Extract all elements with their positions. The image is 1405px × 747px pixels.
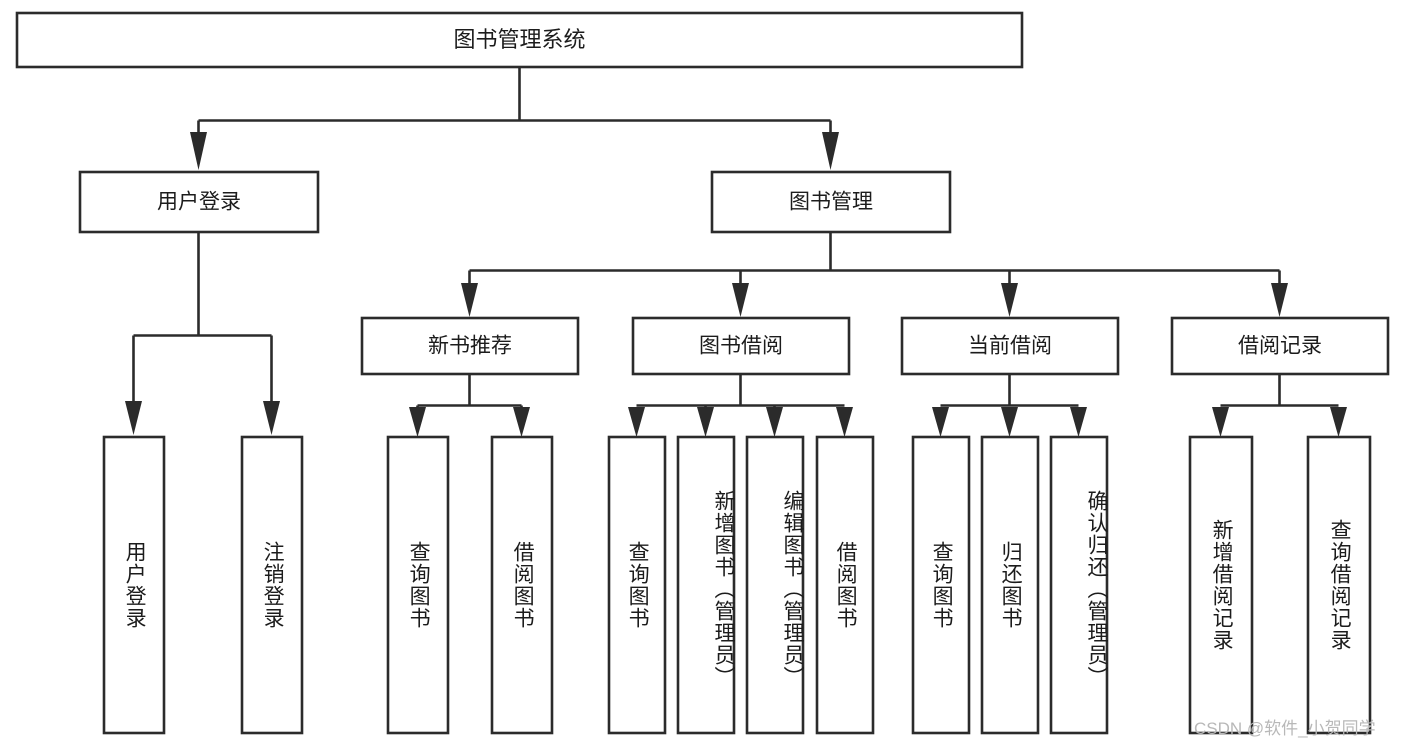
node-box-book-management[interactable] (710, 170, 952, 234)
node-label-book-borrow: 图书借阅 (699, 335, 783, 358)
node-label-user-login: 用户登录 (157, 191, 241, 214)
connector-group-current-borrow (932, 374, 1087, 437)
node-box-current-borrow[interactable] (900, 316, 1120, 376)
node-box-leaf-confirm-return[interactable] (1049, 435, 1109, 735)
node-box-borrow-record[interactable] (1170, 316, 1390, 376)
node-box-leaf-add-book[interactable] (676, 435, 736, 735)
arrowhead-leaf-user-login (125, 401, 142, 435)
node-box-book-borrow[interactable] (631, 316, 851, 376)
connector-group-root (190, 67, 839, 170)
arrowhead-leaf-borrow-book-1 (513, 407, 530, 437)
node-box-leaf-query-book-2[interactable] (607, 435, 667, 735)
arrowhead-leaf-borrow-book-2 (836, 407, 853, 437)
node-box-leaf-logout-login[interactable] (240, 435, 304, 735)
node-box-new-book-recommend[interactable] (360, 316, 580, 376)
arrowhead-current-borrow (1001, 283, 1018, 317)
node-box-leaf-edit-book[interactable] (745, 435, 805, 735)
node-box-leaf-query-book-3[interactable] (911, 435, 971, 735)
node-box-user-login[interactable] (78, 170, 320, 234)
connector-group-book-borrow (628, 374, 853, 437)
arrowhead-leaf-add-record (1212, 407, 1229, 437)
node-box-leaf-add-record[interactable] (1188, 435, 1254, 735)
arrowhead-leaf-add-book (697, 407, 714, 437)
node-box-leaf-user-login[interactable] (102, 435, 166, 735)
node-box-leaf-query-record[interactable] (1306, 435, 1372, 735)
watermark-text: CSDN @软件_小贺同学 (1194, 719, 1376, 738)
arrowhead-new-book-recommend (461, 283, 478, 317)
arrowhead-borrow-record (1271, 283, 1288, 317)
arrowhead-leaf-edit-book (766, 407, 783, 437)
node-box-root[interactable] (15, 11, 1024, 69)
arrowhead-leaf-query-record (1330, 407, 1347, 437)
node-label-root: 图书管理系统 (453, 27, 585, 52)
node-box-leaf-borrow-book-2[interactable] (815, 435, 875, 735)
arrowhead-leaf-query-book-3 (932, 407, 949, 437)
node-label-current-borrow: 当前借阅 (968, 335, 1052, 358)
node-box-leaf-borrow-book-1[interactable] (490, 435, 554, 735)
node-label-borrow-record: 借阅记录 (1238, 335, 1322, 358)
connector-group-user-login (125, 232, 280, 435)
arrowhead-leaf-confirm-return (1070, 407, 1087, 437)
node-label-book-management: 图书管理 (789, 191, 873, 214)
node-label-new-book-recommend: 新书推荐 (428, 335, 512, 358)
connector-group-borrow-record (1212, 374, 1347, 437)
connector-group-new-book-recommend (409, 374, 530, 437)
arrowhead-leaf-query-book-2 (628, 407, 645, 437)
node-box-leaf-return-book[interactable] (980, 435, 1040, 735)
connector-group-book-management (461, 232, 1288, 317)
arrowhead-leaf-logout-login (263, 401, 280, 435)
arrowhead-leaf-query-book-1 (409, 407, 426, 437)
arrowhead-leaf-return-book (1001, 407, 1018, 437)
arrowhead-user-login (190, 132, 207, 170)
arrowhead-book-borrow (732, 283, 749, 317)
node-box-leaf-query-book-1[interactable] (386, 435, 450, 735)
arrowhead-book-management (822, 132, 839, 170)
